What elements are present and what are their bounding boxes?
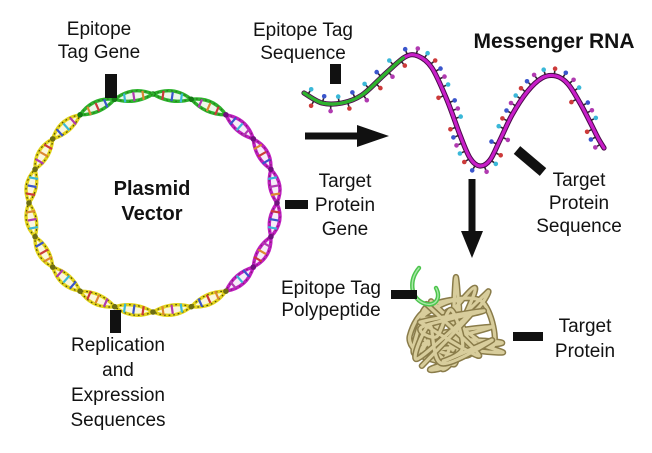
target-protein-gene-label: Target Protein Gene — [315, 170, 375, 242]
label-line: and — [102, 360, 134, 381]
protein-tangle — [406, 273, 507, 374]
label-line: Polypeptide — [281, 300, 381, 321]
label-line: Vector — [121, 203, 183, 225]
label-line: Sequence — [536, 216, 622, 237]
label-line: Epitope — [66, 19, 132, 40]
epitope-tag-polypeptide-callout-tick — [391, 290, 417, 299]
mrna-strand — [301, 46, 607, 175]
target-protein-gene-callout-tick — [285, 200, 308, 209]
label-line: Epitope Tag — [280, 278, 382, 299]
replication-expression-label: Replication and Expression Sequences — [70, 333, 165, 433]
epitope-tag-sequence-label: Epitope Tag Sequence — [253, 19, 353, 65]
messenger-rna-title: Messenger RNA — [473, 30, 635, 53]
target-protein-label: Target Protein — [555, 314, 615, 364]
translation-arrow-head — [461, 231, 483, 258]
plasmid-vector-label: Plasmid Vector — [114, 177, 191, 227]
target-protein-sequence-callout-tick — [513, 146, 547, 176]
epitope-tag-polypeptide-label: Epitope Tag Polypeptide — [281, 278, 381, 322]
transcription-arrow-head — [357, 125, 389, 147]
callouts-and-arrows — [105, 64, 547, 341]
label-line: Protein — [554, 341, 616, 362]
transcription-arrow — [305, 125, 389, 147]
label-line: Tag Gene — [57, 42, 141, 63]
label-line: Epitope Tag — [252, 20, 354, 41]
epitope-tag-gene-label: Epitope Tag Gene — [58, 18, 140, 64]
label-line: Target — [558, 316, 612, 337]
label-line: Sequence — [260, 43, 346, 64]
polypeptide-tag — [410, 265, 441, 307]
label-line: Replication — [70, 335, 165, 356]
label-line: Plasmid — [113, 178, 191, 200]
label-line: Sequences — [70, 410, 166, 431]
plasmid-ring — [24, 89, 282, 317]
label-line: Gene — [321, 219, 369, 240]
replication-callout-tick — [110, 310, 121, 333]
target-protein-sequence-label: Target Protein Sequence — [536, 169, 622, 238]
label-line: Protein — [314, 195, 376, 216]
label-line: Protein — [548, 193, 610, 214]
label-line: Expression — [70, 385, 165, 406]
epitope-tag-gene-callout-tick — [105, 74, 117, 98]
epitope-tag-sequence-callout-tick — [330, 64, 341, 84]
translation-arrow — [461, 179, 483, 258]
label-line: Target — [552, 170, 606, 191]
target-protein-callout-tick — [513, 332, 543, 341]
label-line: Target — [318, 171, 372, 192]
